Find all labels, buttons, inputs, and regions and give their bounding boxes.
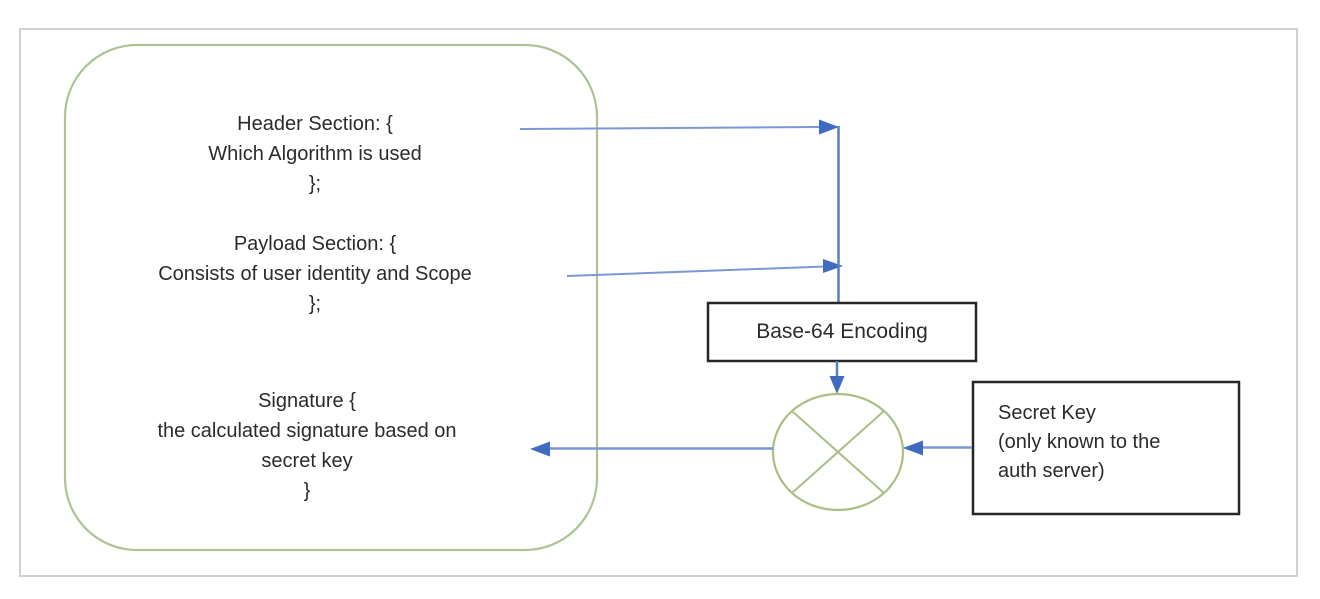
signature-line-1: Signature { — [258, 390, 356, 412]
header-line-1: Header Section: { — [237, 113, 393, 135]
secret-key-text: Secret Key (only known to the auth serve… — [998, 399, 1234, 486]
signature-line-4: } — [303, 480, 311, 502]
secret-key-box — [971, 380, 1241, 516]
encoding-arrowhead-icon — [829, 376, 845, 394]
outer-frame — [19, 28, 1298, 577]
secretkey-line-3: auth server) — [998, 460, 1105, 482]
payload-to-encoding-arrow — [566, 265, 826, 277]
secretkey-arrowhead-icon — [903, 440, 923, 456]
payload-line-2: Consists of user identity and Scope — [158, 263, 472, 285]
xor-cross-line-2 — [791, 410, 885, 494]
signature-line-3: secret key — [261, 450, 353, 472]
secretkey-line-2: (only known to the — [998, 431, 1161, 453]
payload-arrowhead-icon — [823, 259, 843, 273]
signature-arrowhead-icon — [530, 441, 550, 457]
signature-section-text: Signature { the calculated signature bas… — [42, 386, 572, 506]
header-section-text: Header Section: { Which Algorithm is use… — [50, 109, 580, 199]
base64-encoding-box — [706, 301, 978, 363]
secretkey-line-1: Secret Key — [998, 402, 1096, 424]
header-line-2: Which Algorithm is used — [208, 143, 422, 165]
header-to-encoding-arrow — [519, 126, 822, 130]
base64-encoding-label: Base-64 Encoding — [756, 320, 928, 343]
jwt-token-container — [63, 43, 599, 552]
payload-line-3: }; — [308, 293, 322, 315]
header-arrowhead-icon — [819, 119, 839, 135]
payload-section-text: Payload Section: { Consists of user iden… — [50, 229, 580, 319]
signature-line-2: the calculated signature based on — [157, 420, 457, 442]
header-line-3: }; — [308, 173, 322, 195]
payload-line-1: Payload Section: { — [233, 233, 397, 255]
